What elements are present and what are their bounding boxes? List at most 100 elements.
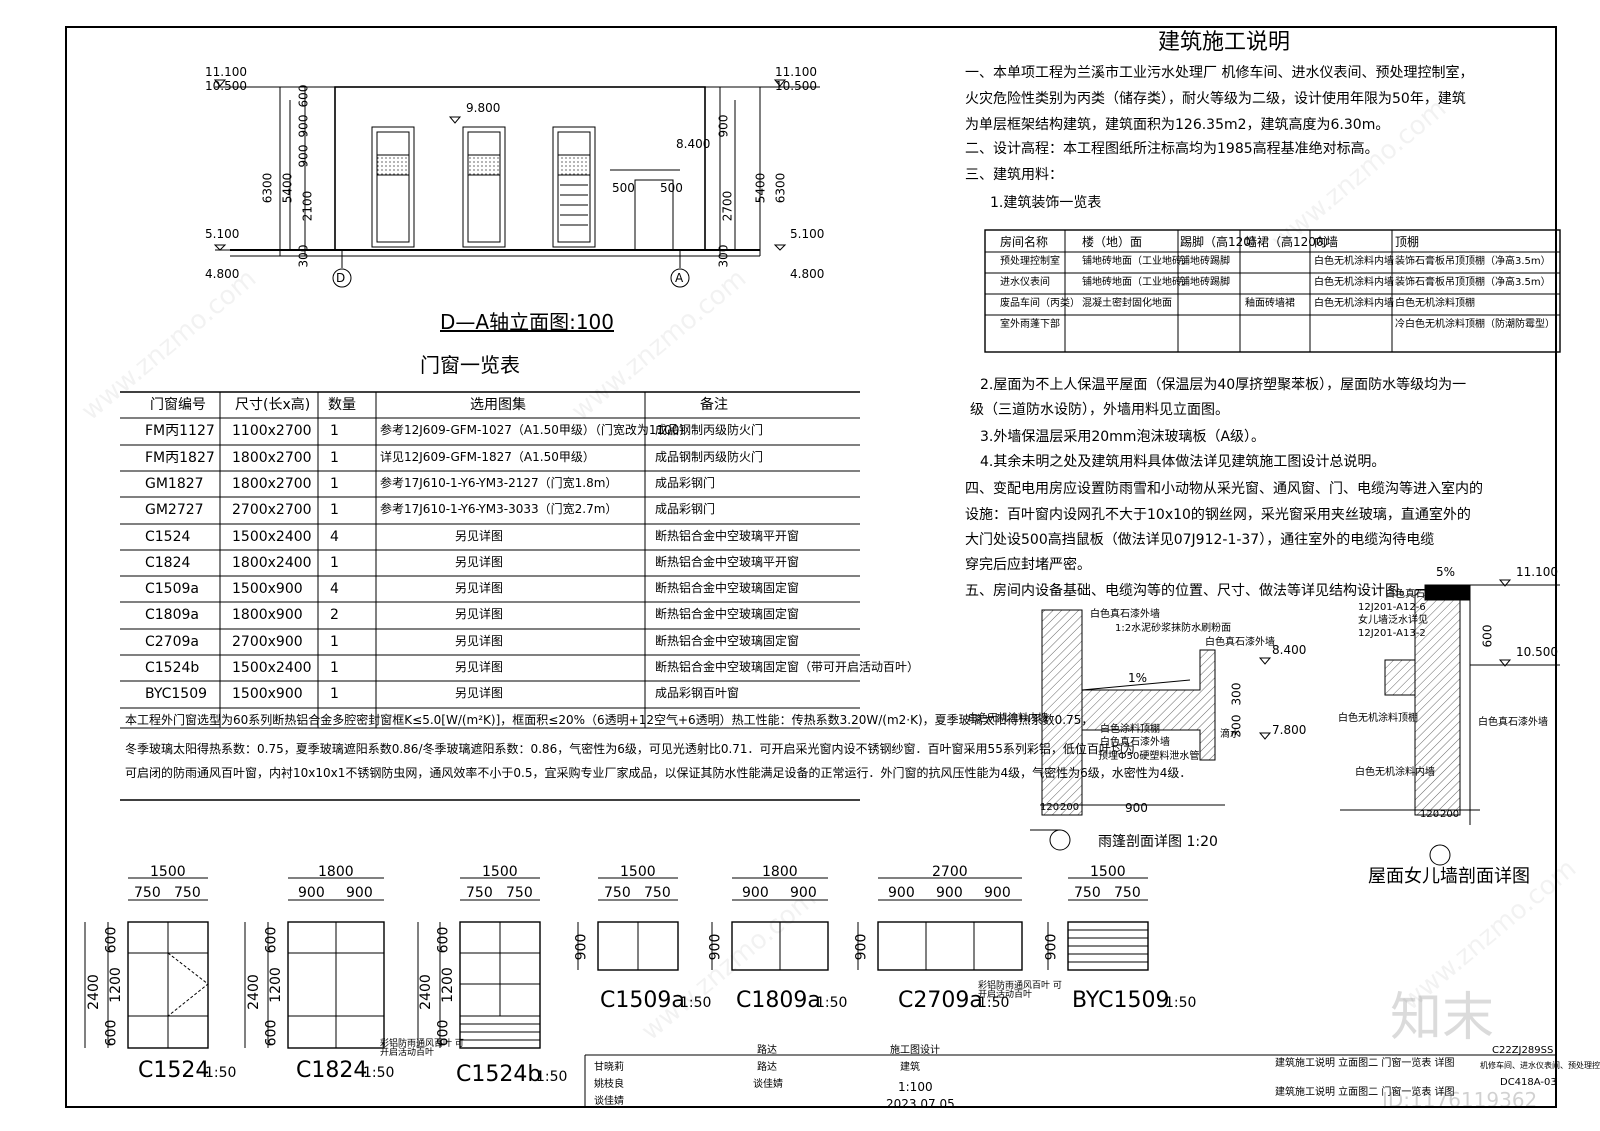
dw-header-size: 尺寸(长x高) (235, 397, 311, 413)
dw-cell-r10-c4: 成品彩钢百叶窗 (655, 686, 740, 700)
dw-cell-r0-c0: FM丙1127 (145, 423, 215, 439)
window-4-width: 1800 (762, 864, 798, 880)
finish-cell-r0-c2: 铺地砖踢脚 (1180, 256, 1230, 267)
finish-cell-r2-c5: 白色无机涂料顶棚 (1395, 298, 1475, 309)
window-2-height: 2400 (417, 974, 434, 1010)
canopy-dim-300a: 300 (1229, 682, 1244, 706)
elevation-window-3 (552, 126, 596, 248)
canopy-dim-900: 900 (1125, 801, 1148, 815)
dw-cell-r5-c1: 1800x2400 (232, 555, 312, 571)
dw-header-code: 门窗编号 (150, 397, 206, 413)
canopy-label-1: 白色真石漆外墙 (1090, 609, 1160, 620)
finish-cell-r0-c0: 预处理控制室 (1000, 256, 1060, 267)
finish-header-2: 踢脚（高120） (1180, 235, 1263, 249)
window-2-vsplit-1: 1200 (439, 967, 456, 1003)
dw-cell-r6-c2: 4 (330, 581, 339, 597)
dim-left-seg-5: 2100 (300, 190, 315, 222)
window-3-height: 900 (573, 933, 590, 961)
dim-left-outer: 6300 (260, 172, 275, 204)
finish-header-4: 内墙 (1314, 235, 1339, 249)
notes2-line-4: 4.其余未明之处及建筑用料具体做法详见建筑施工图设计总说明。 (980, 454, 1386, 470)
window-3-split-1: 750 (644, 885, 671, 901)
dw-cell-r3-c1: 2700x2700 (232, 502, 312, 518)
canopy-slope: 1% (1128, 671, 1148, 685)
canopy-label-2: 1:2水泥砂浆抹防水刷粉面 (1115, 623, 1232, 634)
dim-left-inner: 5400 (280, 172, 295, 204)
tb-project-desc: 机修车间、进水仪表间、预处理控制室 (1480, 1061, 1600, 1070)
tb-drawing-no: DC418A-03 (1500, 1077, 1557, 1088)
dim-right-seg-4: 2700 (720, 190, 735, 222)
dw-cell-r9-c4: 断热铝合金中空玻璃固定窗（带可开启活动百叶） (655, 660, 920, 674)
window-2-note: 彩铝防雨通风百叶 可开启活动百叶 (380, 1039, 464, 1058)
window-0-vsplit-1: 1200 (107, 967, 124, 1003)
dw-cell-r2-c0: GM1827 (145, 476, 204, 492)
dw-cell-r6-c3: 另见详图 (455, 581, 504, 595)
dw-cell-r7-c2: 2 (330, 607, 339, 623)
dim-left-seg-3: 900 (296, 144, 311, 168)
dw-cell-r2-c2: 1 (330, 476, 339, 492)
window-5-split-2: 900 (984, 885, 1011, 901)
dw-cell-r8-c2: 1 (330, 634, 339, 650)
finish-cell-r2-c1: 混凝土密封固化地面 (1082, 298, 1172, 309)
window-1-height: 2400 (245, 974, 262, 1010)
dw-cell-r6-c4: 断热铝合金中空玻璃固定窗 (655, 581, 800, 595)
dw-header-atlas: 选用图集 (470, 397, 526, 413)
finish-header-1: 楼（地）面 (1082, 235, 1143, 249)
dim-left-seg-2: 900 (296, 114, 311, 138)
dw-cell-r2-c4: 成品彩钢门 (655, 476, 716, 490)
window-4-split-1: 900 (790, 885, 817, 901)
dim-right-outer: 6300 (773, 172, 788, 204)
door-window-table-grid (120, 391, 860, 801)
dim-left-seg-7: 300 (296, 244, 311, 268)
dw-cell-r1-c1: 1800x2700 (232, 450, 312, 466)
dw-cell-r10-c0: BYC1509 (145, 686, 208, 702)
dw-cell-r4-c0: C1524 (145, 529, 191, 545)
parapet-label-1: 白色真石漆外墙 (1385, 589, 1455, 600)
dw-cell-r8-c4: 断热铝合金中空玻璃固定窗 (655, 634, 800, 648)
window-0-vsplit-2: 600 (103, 1019, 120, 1047)
window-1-scale: 1:50 (363, 1065, 395, 1081)
window-5-note: 彩铝防雨通风百叶 可开启活动百叶 (978, 981, 1062, 1000)
canopy-dim-300b: 300 (1229, 714, 1244, 738)
notes2-line-8: 穿完后应封堵严密。 (965, 557, 1091, 573)
window-0-code: C1524 (138, 1058, 210, 1083)
elevation-door (634, 179, 674, 251)
notes-line-2: 火灾危险性类别为丙类（储存类），耐火等级为二级，设计使用年限为50年，建筑 (965, 91, 1466, 107)
dw-cell-r7-c0: C1809a (145, 607, 199, 623)
dw-cell-r8-c0: C2709a (145, 634, 199, 650)
finish-cell-r1-c4: 白色无机涂料内墙 (1314, 277, 1394, 288)
window-0-split-0: 750 (134, 885, 161, 901)
window-2-split-0: 750 (466, 885, 493, 901)
window-3-split-0: 750 (604, 885, 631, 901)
tb-stage: 施工图设计 (890, 1045, 940, 1056)
window-5-split-1: 900 (936, 885, 963, 901)
dim-right-seg-2: 900 (716, 114, 731, 138)
dim-right-seg-5: 300 (716, 244, 731, 268)
canopy-axis-bubble (1049, 829, 1071, 851)
window-0-vsplit-0: 600 (103, 926, 120, 954)
dw-cell-r5-c3: 另见详图 (455, 555, 504, 569)
dw-cell-r9-c2: 1 (330, 660, 339, 676)
axis-A-label: A (675, 271, 684, 285)
canopy-label-9: 白色无机涂料内墙 (968, 713, 1048, 724)
level-base-1-right: 5.100 (790, 227, 825, 241)
dw-cell-r9-c3: 另见详图 (455, 660, 504, 674)
finish-cell-r1-c1: 铺地砖地面（工业地砖） (1082, 277, 1192, 288)
canopy-dim-200: 200 (1060, 802, 1080, 813)
parapet-detail-drawing (1340, 579, 1560, 866)
watermark-brand: 知末 (1390, 988, 1495, 1048)
level-base-1: 5.100 (205, 227, 240, 241)
window-2-vsplit-0: 600 (435, 926, 452, 954)
dw-cell-r0-c2: 1 (330, 423, 339, 439)
window-3-width: 1500 (620, 864, 656, 880)
finish-cell-r0-c1: 铺地砖地面（工业地砖） (1082, 256, 1192, 267)
tb-scale: 1:100 (898, 1080, 933, 1094)
notes2-line-9: 五、房间内设备基础、电缆沟等的位置、尺寸、做法等详见结构设计图。 (965, 583, 1413, 599)
window-5-width: 2700 (932, 864, 968, 880)
window-2-code: C1524b (456, 1062, 542, 1087)
dw-cell-r1-c4: 成品钢制丙级防火门 (655, 450, 764, 464)
canopy-dim-2: 500 (660, 181, 683, 195)
tb-discipline: 建筑 (900, 1062, 920, 1073)
canopy-dim-1: 500 (612, 181, 635, 195)
dw-cell-r5-c2: 1 (330, 555, 339, 571)
